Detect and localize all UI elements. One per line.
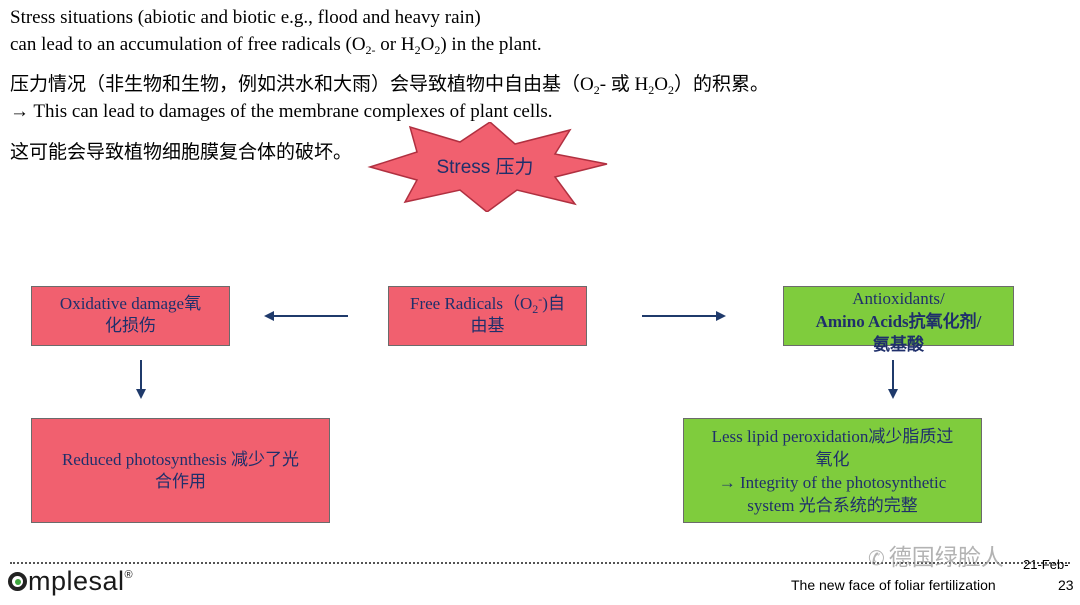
oxidative-damage-box: Oxidative damage氧 化损伤 [31,286,230,346]
arrow-left [264,311,348,321]
reduced-line-1: Reduced photosynthesis 减少了光 [61,449,300,469]
lipid-line-2: 氧化 [815,449,850,469]
lipid-peroxidation-box: Less lipid peroxidation减少脂质过 氧化 → Integr… [683,418,982,523]
complesal-logo: mplesal® [8,566,133,597]
antioxidants-box: Antioxidants/ Amino Acids抗氧化剂/ 氨基酸 [783,286,1014,354]
lipid-line-1: Less lipid peroxidation减少脂质过 [711,426,954,446]
footer-date: 21-Feb- [1023,557,1069,572]
stress-starburst [367,122,608,212]
intro-line-3: 压力情况（非生物和生物，例如洪水和大雨）会导致植物中自由基（O2- 或 H2O2… [10,74,770,97]
reduced-line-2: 合作用 [155,471,206,491]
lipid-line-3: → Integrity of the photosynthetic [718,472,947,492]
stress-label: Stress 压力 [436,157,534,178]
intro-line-1: Stress situations (abiotic and biotic e.… [10,7,481,28]
intro-line-4: → This can lead to damages of the membra… [10,101,553,122]
watermark: ✆德国绿脸人 [868,545,1004,571]
reduced-photosynthesis-box: Reduced photosynthesis 减少了光 合作用 [31,418,330,523]
oxidative-line-2: 化损伤 [105,316,156,335]
antioxidants-line-3: 氨基酸 [873,335,924,354]
intro-line-5: 这可能会导致植物细胞膜复合体的破坏。 [10,142,353,163]
footer-divider [10,562,1070,564]
arrow-down-left [136,360,146,399]
intro-line-2: can lead to an accumulation of free radi… [10,34,542,57]
free-radicals-box: Free Radicals（O2-)自 由基 [388,286,587,346]
free-radicals-line-1: Free Radicals（O2-)自 [410,292,565,316]
page-number: 23 [1058,577,1074,593]
oxidative-line-1: Oxidative damage氧 [59,294,202,313]
antioxidants-line-1: Antioxidants/ [852,289,945,308]
arrow-down-right [888,360,898,399]
antioxidants-line-2: Amino Acids抗氧化剂/ [815,312,982,331]
free-radicals-line-2: 由基 [470,316,505,335]
lipid-line-4: system 光合系统的完整 [747,495,918,515]
starburst-shape [367,122,608,212]
arrow-right [642,311,726,321]
logo-c-icon [8,572,27,591]
wechat-icon: ✆ [868,546,885,570]
footer-tagline: The new face of foliar fertilization [791,577,996,593]
